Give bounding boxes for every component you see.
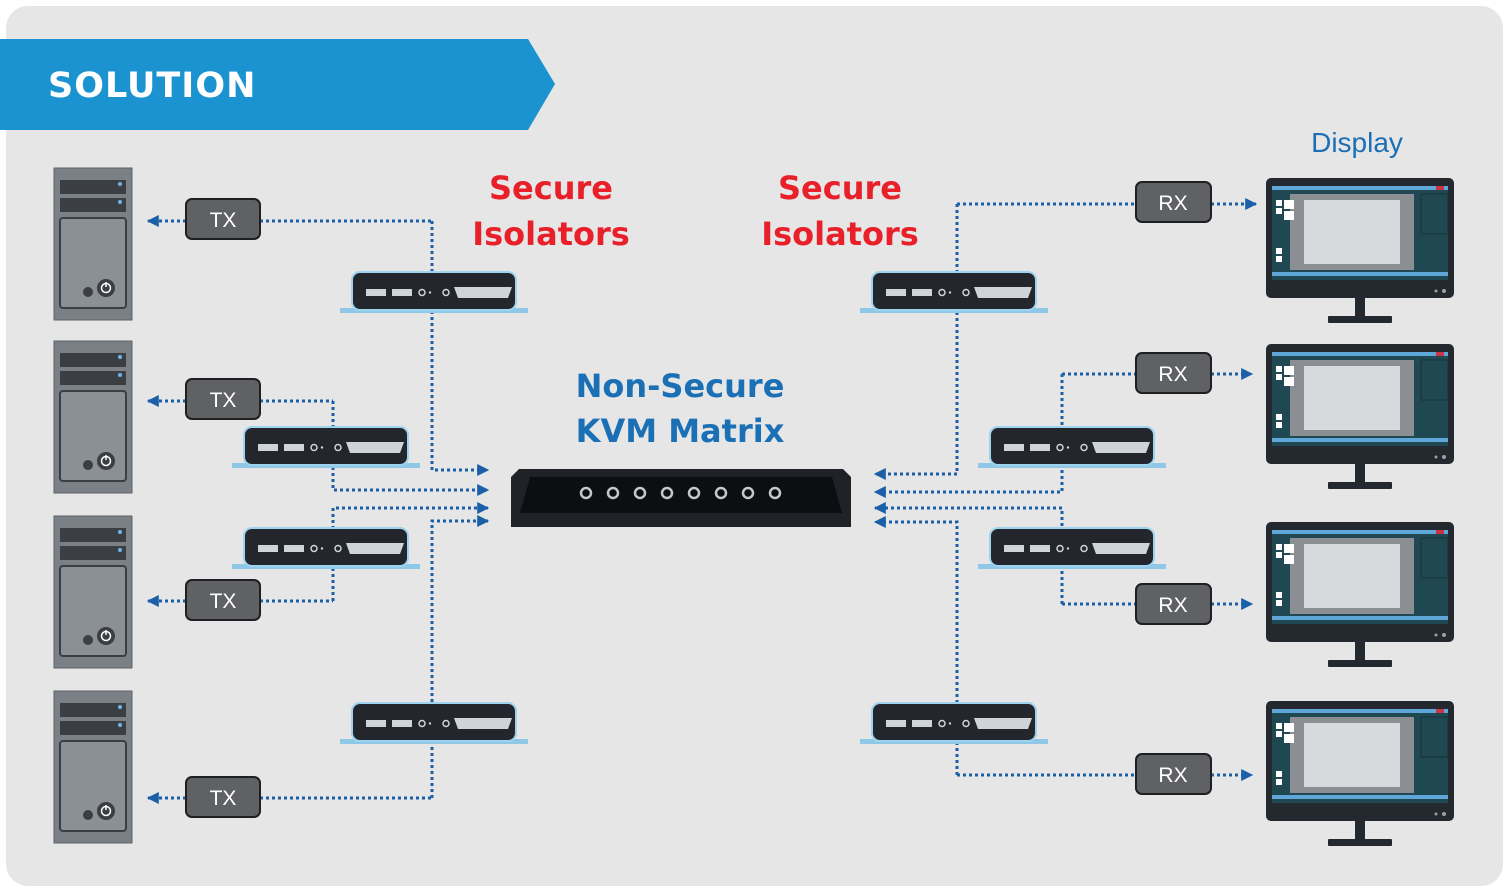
banner-title: SOLUTION [48, 66, 256, 106]
tx-box: TX [185, 378, 261, 420]
isolators-right-label-line1: Secure [778, 169, 902, 207]
tx-box: TX [185, 776, 261, 818]
isolators-left-label-line2: Isolators [472, 215, 630, 253]
rx-box: RX [1135, 753, 1212, 795]
tx-box-label: TX [210, 209, 237, 232]
secure-isolator-icon [231, 426, 421, 469]
tx-box-label: TX [210, 389, 237, 412]
rx-box-label: RX [1158, 594, 1187, 617]
solution-banner: SOLUTION [0, 39, 555, 130]
tx-box: TX [185, 198, 261, 240]
secure-isolator-icon [977, 527, 1167, 570]
isolators-right-label-line2: Isolators [761, 215, 919, 253]
rx-box: RX [1135, 181, 1212, 223]
diagram-background [6, 6, 1503, 886]
display-label: Display [1311, 127, 1403, 158]
tx-box-label: TX [210, 590, 237, 613]
kvm-matrix-switch-icon [511, 469, 851, 527]
secure-isolator-icon [977, 426, 1167, 469]
right-connections [873, 198, 1258, 781]
secure-isolator-icon [339, 271, 529, 314]
computer-tower-icon [53, 690, 133, 844]
rx-box: RX [1135, 583, 1212, 625]
tx-box: TX [185, 579, 261, 621]
rx-box: RX [1135, 352, 1212, 394]
computer-tower-icon [53, 340, 133, 494]
secure-isolator-icon [339, 702, 529, 745]
tx-box-label: TX [210, 787, 237, 810]
computer-tower-icon [53, 167, 133, 321]
computer-tower-icon [53, 515, 133, 669]
kvm-matrix-label-line1: Non-Secure [576, 367, 785, 405]
isolators-left-label-line1: Secure [489, 169, 613, 207]
kvm-matrix-label-line2: KVM Matrix [576, 412, 785, 450]
rx-box-label: RX [1158, 363, 1187, 386]
rx-box-label: RX [1158, 764, 1187, 787]
secure-isolator-icon [859, 702, 1049, 745]
secure-isolator-icon [859, 271, 1049, 314]
secure-isolator-icon [231, 527, 421, 570]
rx-box-label: RX [1158, 192, 1187, 215]
